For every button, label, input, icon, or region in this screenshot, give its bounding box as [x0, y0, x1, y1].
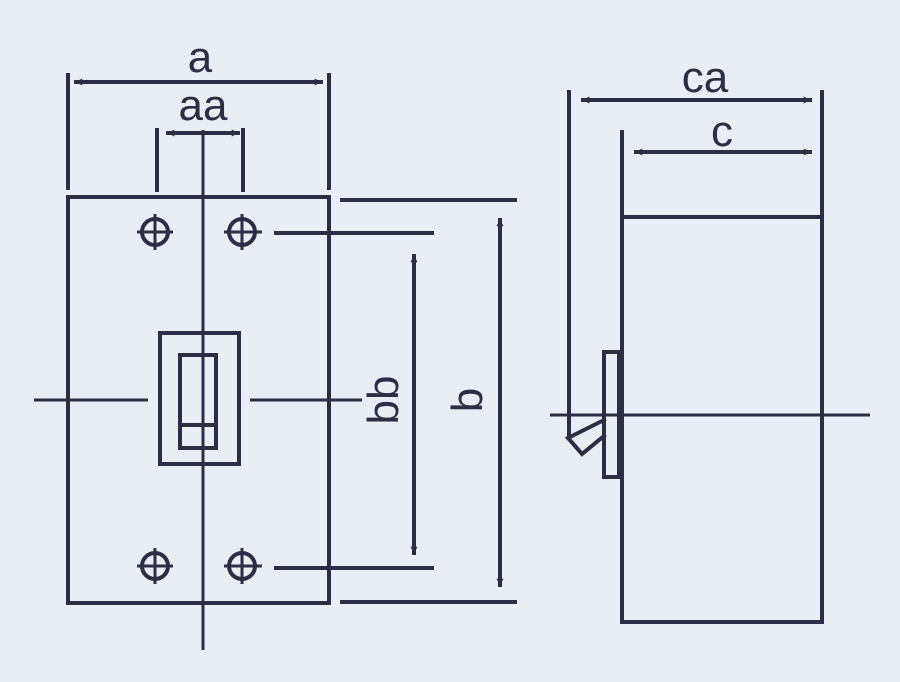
mounting-hole-bottom-right [224, 548, 262, 584]
side-switch-base [602, 350, 621, 479]
mounting-hole-top-left [137, 214, 173, 250]
front-view: a aa bb b [34, 33, 517, 650]
dimension-ca-label: ca [682, 53, 729, 102]
dimension-ca: ca [581, 53, 812, 104]
dimension-bb: bb [359, 254, 418, 555]
dimension-b: b [443, 218, 504, 587]
dimension-b-label: b [443, 388, 492, 412]
side-view: ca c [550, 53, 870, 624]
dimension-c: c [634, 107, 812, 156]
dimension-aa: aa [155, 81, 245, 192]
mounting-hole-top-right [224, 214, 262, 250]
dimension-bb-label: bb [359, 376, 408, 425]
switch-handle [158, 331, 241, 466]
dimension-a: a [66, 33, 331, 190]
dimension-aa-label: aa [179, 81, 228, 130]
mounting-hole-bottom-left [137, 548, 173, 584]
side-handle-lever [564, 417, 607, 457]
dimension-c-label: c [711, 107, 733, 156]
dimension-a-label: a [188, 33, 213, 82]
